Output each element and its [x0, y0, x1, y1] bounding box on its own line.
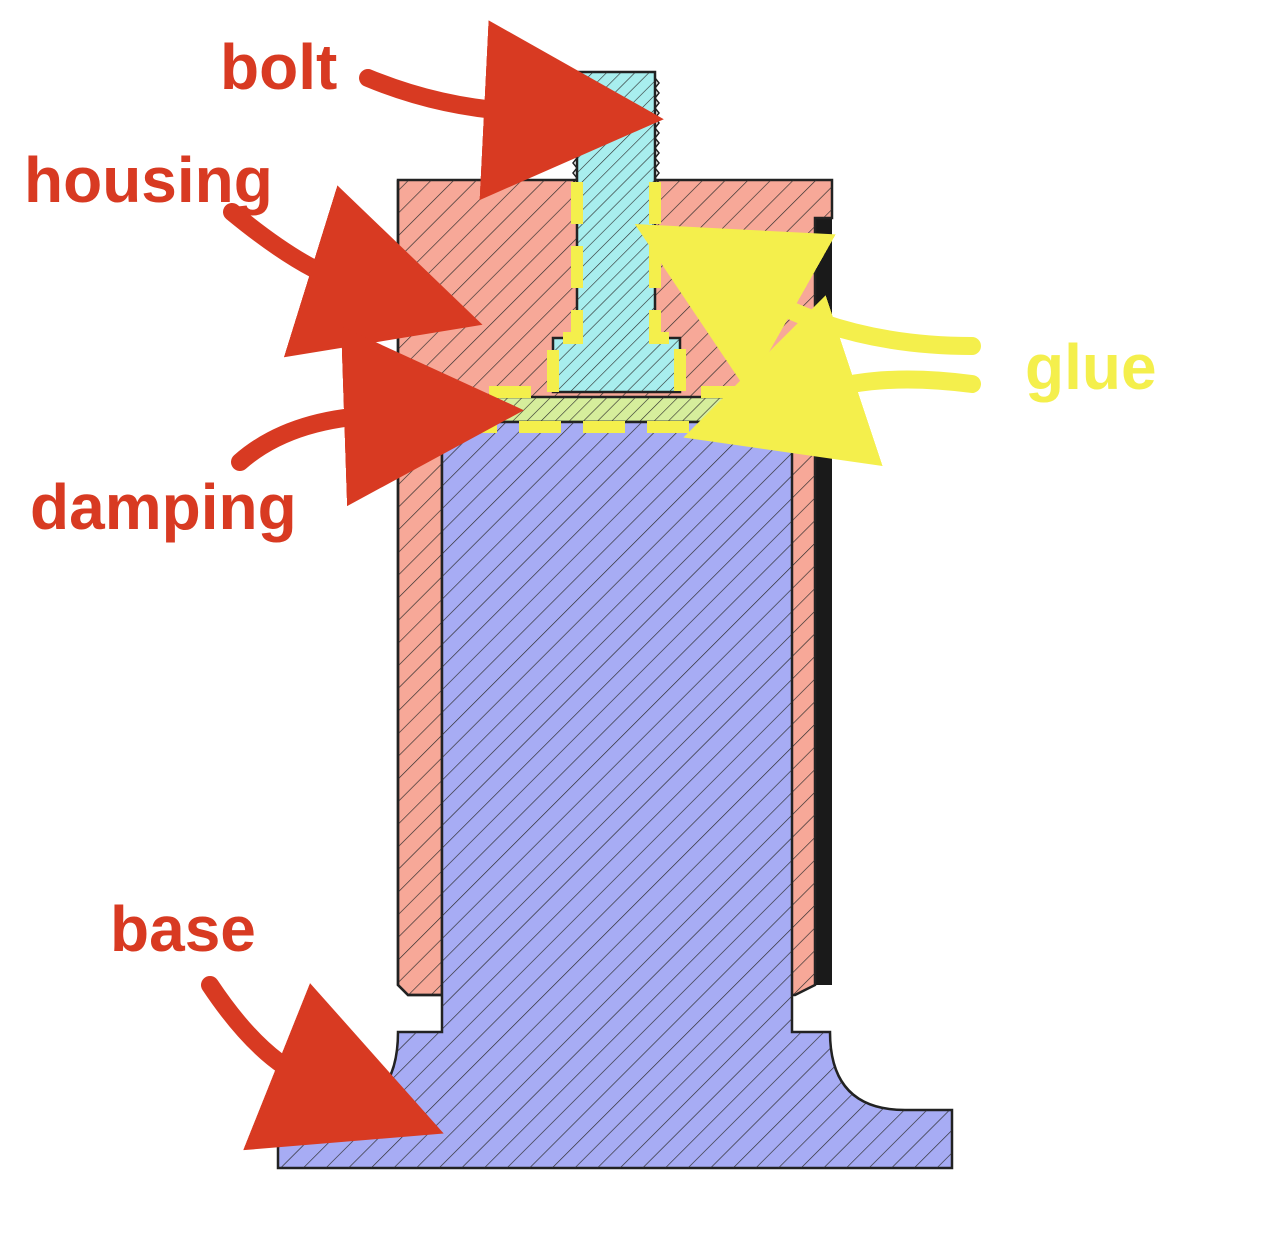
label-bolt: bolt — [220, 31, 337, 103]
label-housing: housing — [24, 144, 273, 216]
label-arrows-red — [201, 20, 664, 1151]
glue-arrow-lower — [683, 295, 981, 467]
base-arrow — [201, 976, 444, 1151]
label-base: base — [110, 893, 256, 965]
bolt-arrow — [359, 20, 664, 201]
label-arrows-yellow — [634, 224, 981, 467]
damping-layer — [440, 395, 817, 424]
damping-arrow — [231, 326, 524, 507]
label-damping: damping — [30, 471, 297, 543]
base-part — [276, 420, 954, 1170]
label-glue: glue — [1025, 331, 1157, 403]
housing-arrow — [223, 185, 483, 358]
